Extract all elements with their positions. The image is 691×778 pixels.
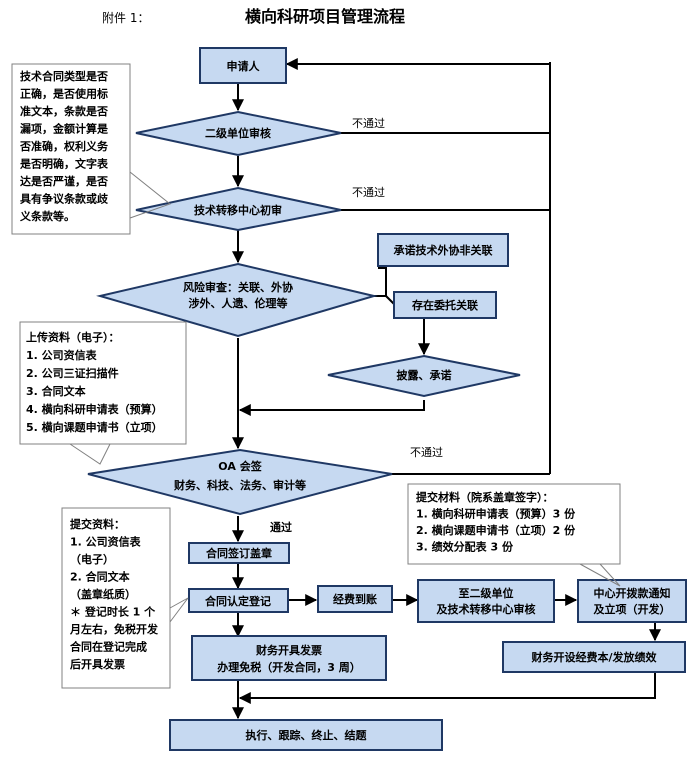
svg-text:技术转移中心初审: 技术转移中心初审 (194, 203, 282, 217)
note-line: 4. 横向科研申请表（预算） (26, 402, 163, 416)
note-line: 准文本，条款是否 (20, 104, 108, 118)
edge-label-pass: 通过 (270, 520, 292, 534)
svg-text:财务开具发票: 财务开具发票 (255, 643, 322, 657)
svg-text:二级单位审核: 二级单位审核 (205, 126, 271, 140)
note-line: （电子） (70, 552, 114, 566)
svg-text:存在委托关联: 存在委托关联 (412, 298, 478, 312)
svg-text:申请人: 申请人 (227, 59, 261, 73)
svg-text:合同认定登记: 合同认定登记 (205, 594, 271, 608)
node-finance-open: 财务开设经费本/发放绩效 (502, 641, 686, 673)
node-has-related: 存在委托关联 (393, 291, 497, 319)
svg-text:涉外、人遗、伦理等: 涉外、人遗、伦理等 (189, 296, 288, 310)
connectors (232, 58, 661, 720)
note-line: 1. 横向科研申请表（预算）3 份 (416, 507, 576, 521)
edge-label-reject-3: 不通过 (410, 446, 443, 459)
attachment-label: 附件 1： (102, 11, 149, 25)
note-contract-check: 技术合同类型是否正确，是否使用标准文本，条款是否漏项，金额计算是否准确，权利义务… (11, 63, 172, 235)
svg-text:执行、跟踪、终止、结题: 执行、跟踪、终止、结题 (246, 728, 368, 742)
note-line: 合同在登记完成 (70, 640, 147, 654)
svg-text:披露、承诺: 披露、承诺 (397, 368, 452, 382)
note-submit-right: 提交材料（院系盖章签字）： 1. 横向科研申请表（预算）3 份 2. 横向课题申请书… (407, 483, 621, 587)
node-contract-register: 合同认定登记 (188, 588, 289, 613)
note-line: 提交材料（院系盖章签字）： (416, 490, 554, 504)
node-applicant: 申请人 (199, 47, 287, 84)
note-line: 后开具发票 (70, 657, 125, 671)
svg-text:及立项（开发）: 及立项（开发） (594, 602, 671, 616)
note-line: 3. 合同文本 (26, 384, 86, 398)
note-line: 上传资料（电子）： (26, 330, 120, 344)
node-center-notice: 中心开拨款通知 及立项（开发） (577, 579, 687, 623)
svg-text:财务、科技、法务、审计等: 财务、科技、法务、审计等 (173, 478, 306, 492)
node-risk-review: 风险审查：关联、外协 涉外、人遗、伦理等 (96, 262, 378, 338)
node-funds-arrive: 经费到账 (317, 585, 393, 613)
note-line: 提交资料： (70, 517, 125, 531)
note-line: 2. 横向课题申请书（立项）2 份 (416, 523, 576, 537)
node-promise-non-related: 承诺技术外协非关联 (377, 233, 509, 267)
note-line: 技术合同类型是否 (20, 69, 108, 83)
note-line: 2. 公司三证扫描件 (26, 366, 119, 380)
node-disclose-promise: 披露、承诺 (327, 354, 521, 398)
node-execute: 执行、跟踪、终止、结题 (169, 719, 443, 751)
note-line: 否准确，权利义务 (19, 139, 109, 153)
note-line: ＊ 登记时长 1 个 (70, 605, 156, 619)
svg-text:中心开拨款通知: 中心开拨款通知 (594, 586, 671, 600)
svg-text:承诺技术外协非关联: 承诺技术外协非关联 (394, 243, 493, 257)
note-line: 2. 合同文本 (70, 570, 130, 584)
note-line: 5. 横向课题申请书（立项） (26, 420, 163, 434)
edge-label-reject-2: 不通过 (352, 186, 385, 199)
node-oa-sign: OA 会签 财务、科技、法务、审计等 (87, 448, 393, 516)
note-line: （盖章纸质） (70, 587, 136, 601)
node-contract-sign: 合同签订盖章 (188, 542, 290, 564)
node-transfer-initial: 技术转移中心初审 (135, 186, 342, 232)
edge-label-reject-1: 不通过 (352, 117, 385, 130)
note-line: 具有争议条款或歧 (20, 192, 109, 206)
svg-text:及技术转移中心审核: 及技术转移中心审核 (437, 602, 536, 616)
note-line: 3. 绩效分配表 3 份 (416, 540, 514, 554)
note-submit-left: 提交资料： 1. 公司资信表 （电子） 2. 合同文本 （盖章纸质） ＊ 登记时长 1 个… (61, 507, 189, 689)
note-upload: 上传资料（电子）： 1. 公司资信表 2. 公司三证扫描件 3. 合同文本 4. 横向科… (19, 321, 187, 465)
node-to-secondary: 至二级单位 及技术转移中心审核 (417, 579, 555, 623)
note-line: 1. 公司资信表 (70, 535, 142, 549)
note-line: 1. 公司资信表 (26, 348, 98, 362)
page-title: 横向科研项目管理流程 (245, 7, 405, 26)
svg-text:OA 会签: OA 会签 (218, 459, 262, 473)
svg-text:合同签订盖章: 合同签订盖章 (206, 546, 272, 560)
svg-text:至二级单位: 至二级单位 (459, 586, 514, 600)
svg-text:办理免税（开发合同，3 周）: 办理免税（开发合同，3 周） (217, 660, 360, 674)
node-secondary-review: 二级单位审核 (135, 110, 342, 157)
svg-text:财务开设经费本/发放绩效: 财务开设经费本/发放绩效 (530, 650, 657, 664)
note-line: 正确，是否使用标 (20, 87, 108, 101)
node-invoice: 财务开具发票 办理免税（开发合同，3 周） (191, 635, 387, 681)
note-line: 是否明确，文字表 (19, 157, 109, 171)
note-line: 达是否严谨，是否 (20, 174, 108, 188)
note-line: 义条款等。 (20, 209, 75, 223)
svg-text:风险审查：关联、外协: 风险审查：关联、外协 (183, 280, 293, 294)
svg-text:经费到账: 经费到账 (333, 592, 377, 606)
note-line: 月左右，免税开发 (69, 622, 159, 636)
note-line: 漏项，金额计算是 (20, 122, 109, 136)
